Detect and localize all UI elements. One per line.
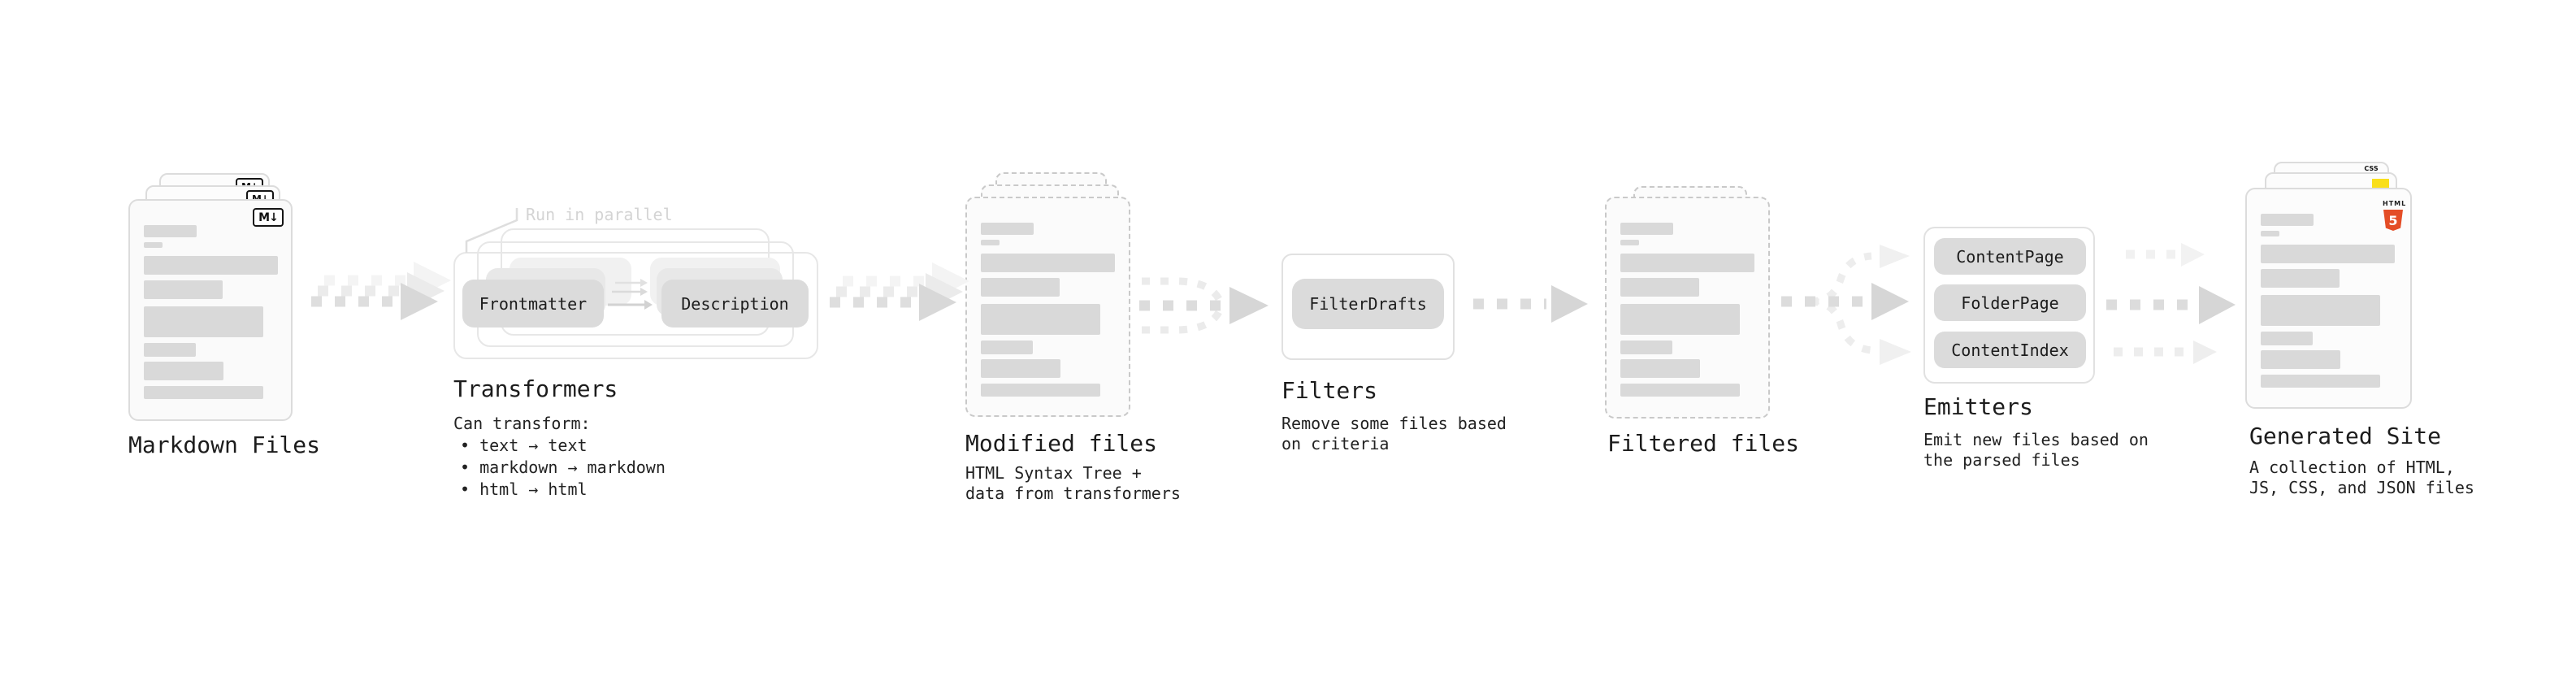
text-line-bar	[2261, 295, 2380, 326]
text-line-bar	[2261, 245, 2395, 263]
text-line-bar	[981, 278, 1060, 297]
run-in-parallel-label: Run in parallel	[526, 205, 673, 224]
text-line-bar	[2261, 231, 2279, 236]
filters-description: Remove some files based on criteria	[1281, 414, 1507, 454]
text-line-bar	[144, 386, 263, 399]
filtered-file-front-card	[1605, 197, 1770, 419]
plugin-chip-filterdrafts: FilterDrafts	[1292, 279, 1444, 329]
desc-line: Remove some files based	[1281, 414, 1507, 433]
text-line-bar	[1620, 340, 1672, 354]
plugin-chip-description: Description	[661, 280, 809, 327]
text-line-bar	[2261, 375, 2380, 388]
desc-line: JS, CSS, and JSON files	[2249, 478, 2474, 497]
text-line-bar	[1620, 304, 1740, 335]
text-line-bar	[144, 280, 223, 299]
desc-line: Can transform:	[453, 414, 591, 433]
text-line-bar	[981, 223, 1034, 235]
plugin-chip-frontmatter: Frontmatter	[462, 280, 604, 327]
plugin-chip-folderpage: FolderPage	[1934, 284, 2086, 321]
arrow-emitters-to-generated	[2106, 243, 2236, 364]
text-line-bar	[2261, 332, 2313, 345]
text-line-bar	[144, 225, 197, 237]
plugin-chip-contentpage: ContentPage	[1934, 238, 2086, 275]
generated-html-file-card: HTML 5	[2245, 188, 2412, 409]
desc-line: the parsed files	[1923, 450, 2080, 470]
text-line-bar	[2261, 214, 2314, 226]
desc-line: on criteria	[1281, 434, 1390, 453]
modified-files-description: HTML Syntax Tree + data from transformer…	[965, 463, 1181, 504]
text-line-bar	[981, 340, 1033, 354]
text-line-bar	[2261, 350, 2340, 369]
text-line-bar	[1620, 240, 1639, 245]
html5-icon: HTML 5	[2383, 193, 2407, 231]
desc-bullet: • markdown → markdown	[460, 458, 666, 477]
stage-title-filters: Filters	[1281, 377, 1378, 404]
text-line-bar	[981, 240, 1000, 245]
stage-title-transformers: Transformers	[453, 375, 618, 402]
arrow-filters-to-filtered	[1473, 285, 1588, 323]
text-line-bar	[1620, 254, 1754, 272]
text-line-bar	[144, 242, 163, 248]
arrow-modified-to-filters	[1139, 277, 1268, 334]
text-line-bar	[144, 362, 223, 380]
stage-title-modified-files: Modified files	[965, 430, 1158, 457]
transformer-frame-front	[453, 252, 818, 359]
text-line-bar	[981, 254, 1115, 272]
text-line-bar	[981, 304, 1100, 335]
stage-title-generated-site: Generated Site	[2249, 423, 2442, 449]
markdown-file-front-card: M↓	[128, 199, 293, 421]
desc-line: data from transformers	[965, 484, 1181, 503]
desc-line: Emit new files based on	[1923, 430, 2149, 449]
text-line-bar	[1620, 278, 1699, 297]
desc-bullet: • html → html	[460, 479, 588, 499]
javascript-icon	[2372, 179, 2389, 188]
text-line-bar	[1620, 384, 1740, 397]
stage-title-emitters: Emitters	[1923, 393, 2033, 420]
desc-line: HTML Syntax Tree +	[965, 463, 1142, 483]
arrow-transformers-to-modified	[830, 262, 969, 321]
markdown-icon: M↓	[253, 208, 284, 227]
text-line-bar	[981, 384, 1100, 397]
text-line-bar	[2261, 269, 2340, 288]
emitters-description: Emit new files based on the parsed files	[1923, 430, 2149, 471]
text-line-bar	[1620, 359, 1700, 378]
desc-line: A collection of HTML,	[2249, 458, 2455, 477]
arrow-filtered-to-emitters	[1781, 245, 1911, 365]
generated-site-description: A collection of HTML, JS, CSS, and JSON …	[2249, 458, 2474, 498]
text-line-bar	[144, 306, 263, 337]
text-line-bar	[1620, 223, 1673, 235]
arrow-markdown-to-transformers	[311, 262, 451, 320]
stage-title-markdown-files: Markdown Files	[128, 432, 321, 458]
plugin-chip-contentindex: ContentIndex	[1934, 332, 2086, 368]
html5-icon-word: HTML	[2383, 200, 2407, 207]
stage-title-filtered-files: Filtered files	[1607, 430, 1800, 457]
html5-icon-shield: 5	[2383, 210, 2403, 231]
text-line-bar	[981, 359, 1060, 378]
modified-file-front-card	[965, 197, 1130, 417]
desc-bullet: • text → text	[460, 436, 588, 455]
text-line-bar	[144, 343, 196, 357]
text-line-bar	[144, 256, 278, 275]
transformers-description: Can transform: • text → text • markdown …	[453, 413, 666, 501]
